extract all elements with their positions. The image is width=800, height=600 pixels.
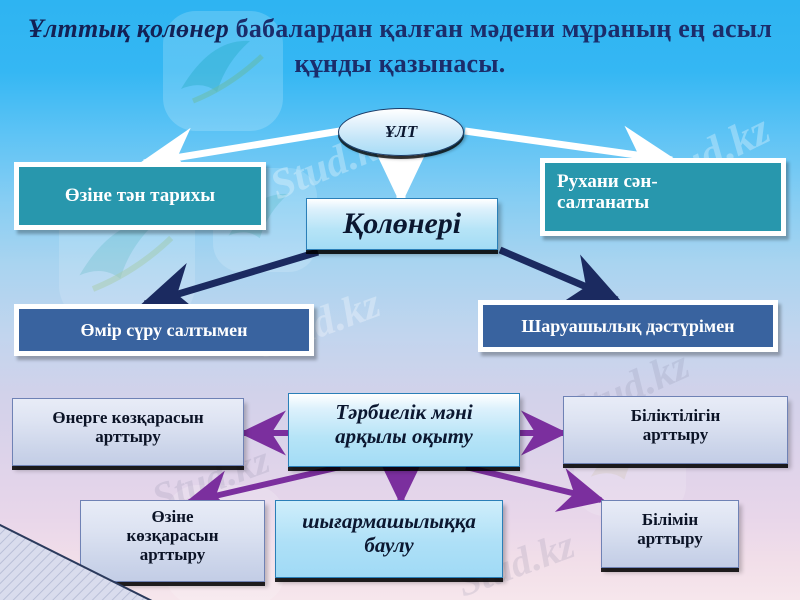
node-self-view-line2: көзқарасын [126,526,219,546]
connector-craft-to-lifeway [139,248,320,316]
connector-upbringing-to-knowledge [465,464,606,512]
connector-craft-to-household [498,246,623,305]
node-right-spiritual-line2: салтанаты [557,192,650,214]
node-household[interactable]: Шаруашылық дәстүрімен [478,300,778,352]
node-competence[interactable]: Біліктілігін арттыру [563,396,788,464]
node-upbringing-line1: Тәрбиелік мәні [335,400,473,424]
node-life-way[interactable]: Өмір сүру салтымен [14,304,314,356]
node-right-spiritual[interactable]: Рухани сән- салтанаты [540,158,786,236]
node-creativity-line2: баулу [364,532,414,557]
connector-root-to-spiritual [464,125,678,180]
node-household-label: Шаруашылық дәстүрімен [521,315,735,336]
node-art-view-line2: арттыру [95,427,161,447]
node-root-label: ҰЛТ [384,122,418,142]
node-knowledge-line2: арттыру [637,529,703,549]
node-life-way-label: Өмір сүру салтымен [80,319,248,340]
node-creativity[interactable]: шығармашылыққа баулу [275,500,503,578]
node-center-craft[interactable]: Қолөнері [306,198,498,250]
slide-title: Ұлттық қолөнер бабалардан қалған мәдени … [0,12,800,82]
slide-title-emphasis: Ұлттық қолөнер [27,14,229,43]
node-knowledge-line1: Білімін [641,510,699,529]
slide-title-rest: бабалардан қалған мәдени мұраның ең асыл… [228,14,773,78]
node-art-view[interactable]: Өнерге көзқарасын арттыру [12,398,244,466]
node-left-history-label: Өзіне тән тарихы [64,185,216,207]
node-upbringing-line2: арқылы оқыту [335,423,473,448]
node-self-view-line3: арттыру [139,545,206,565]
node-left-history[interactable]: Өзіне тән тарихы [14,162,266,230]
node-knowledge[interactable]: Білімін арттыру [601,500,739,568]
node-upbringing[interactable]: Тәрбиелік мәні арқылы оқыту [288,393,520,467]
node-competence-line1: Біліктілігін [630,406,721,425]
node-self-view[interactable]: Өзіне көзқарасын арттыру [80,500,265,582]
node-root[interactable]: ҰЛТ [338,108,464,156]
node-right-spiritual-line1: Рухани сән- [557,171,658,192]
node-self-view-line1: Өзіне [151,507,194,526]
node-center-craft-label: Қолөнері [342,207,462,241]
connector-upbringing-to-selfview [184,464,341,515]
connector-root-to-history [138,127,341,182]
node-creativity-line1: шығармашылыққа [302,509,476,533]
node-competence-line2: арттыру [642,425,709,445]
node-art-view-line1: Өнерге көзқарасын [52,408,204,427]
